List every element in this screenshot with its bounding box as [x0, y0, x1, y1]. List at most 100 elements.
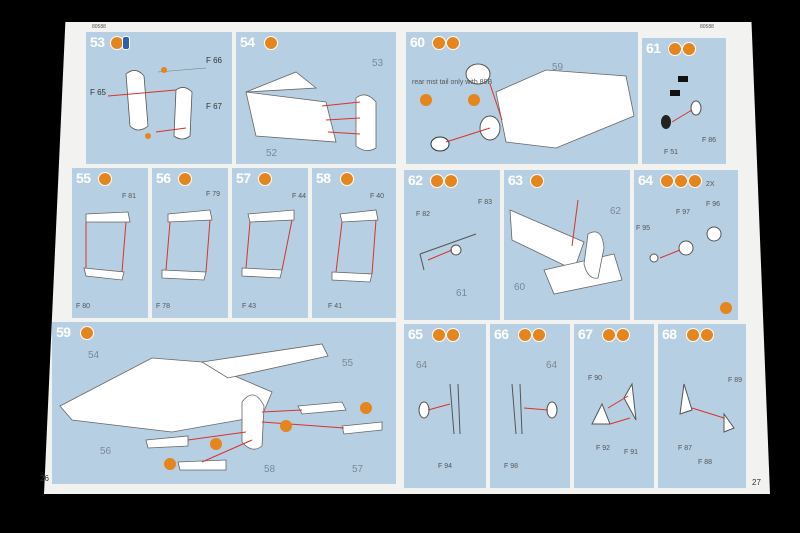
- step-number: 62: [408, 172, 423, 188]
- step-65-panel: 65 64 F 94: [404, 324, 486, 488]
- paint-icon: [80, 326, 94, 340]
- callout: F 96: [706, 201, 720, 208]
- paint-icon: [532, 328, 546, 342]
- step-64-panel: 64 2X F 95 F 97 F 96: [634, 170, 738, 320]
- callout: F 65: [90, 88, 107, 97]
- step-66-diagram: 64 F 98: [504, 360, 558, 470]
- step-number: 59: [56, 324, 71, 340]
- paint-icon: [432, 36, 446, 50]
- glue-icon: [122, 36, 130, 50]
- part-label-52: 52: [266, 148, 278, 159]
- part-label-58: 58: [264, 464, 276, 475]
- callout: F 92: [596, 445, 610, 452]
- step-67-panel: 67 F 90 F 91 F 92: [574, 324, 654, 488]
- paint-icon: [178, 172, 192, 186]
- step-number: 66: [494, 326, 509, 342]
- callout: F 80: [76, 303, 90, 310]
- paint-icon: [700, 328, 714, 342]
- callout: F 97: [676, 209, 690, 216]
- step-57-diagram: F 44 F 43: [241, 193, 306, 310]
- part-label-64: 64: [416, 360, 428, 371]
- paint-icon: [446, 328, 460, 342]
- callout: F 87: [678, 445, 692, 452]
- step-62-panel: 62 F 82 F 83 61: [404, 170, 500, 320]
- step-55-diagram: F 81 F 80: [76, 193, 136, 310]
- step-58-panel: 58 F 40 F 41: [312, 168, 396, 318]
- paint-icon: [682, 42, 696, 56]
- step-68-panel: 68 F 89 F 87 F 88: [658, 324, 746, 488]
- paint-icon: [340, 172, 354, 186]
- step-66-panel: 66 64 F 98: [490, 324, 570, 488]
- part-label-53: 53: [372, 58, 384, 69]
- callout: F 40: [370, 193, 384, 200]
- part-label-62: 62: [610, 206, 622, 217]
- step-number: 58: [316, 170, 331, 186]
- paint-icon: [432, 328, 446, 342]
- fitting-note: rear mst tail only with 89B: [412, 79, 492, 86]
- step-number: 61: [646, 40, 661, 56]
- step-59-panel: 59 54 55 56 57 58: [52, 322, 396, 484]
- part-label-57: 57: [352, 464, 364, 475]
- step-number: 65: [408, 326, 423, 342]
- left-header-code: 80588: [92, 24, 106, 30]
- step-number: 56: [156, 170, 171, 186]
- callout: F 94: [438, 463, 452, 470]
- step-64-diagram: 2X F 95 F 97 F 96: [636, 181, 732, 314]
- paint-icon: [616, 328, 630, 342]
- part-label-59: 59: [552, 62, 564, 73]
- step-number: 55: [76, 170, 91, 186]
- paint-icon: [530, 174, 544, 188]
- step-56-diagram: F 79 F 78: [156, 191, 220, 310]
- step-54-diagram: 52 53: [245, 58, 384, 159]
- callout: F 82: [416, 211, 430, 218]
- part-label-55: 55: [342, 358, 354, 369]
- step-55-panel: 55 F 81 F 80: [72, 168, 148, 318]
- callout: F 89: [728, 377, 742, 384]
- paint-icon: [430, 174, 444, 188]
- step-53-diagram: [107, 67, 207, 140]
- step-61-panel: 61 F 51 F 86: [642, 38, 726, 164]
- part-label-64: 64: [546, 360, 558, 371]
- callout: F 41: [328, 303, 342, 310]
- callout: F 83: [478, 199, 492, 206]
- part-label-56: 56: [100, 446, 112, 457]
- step-number: 53: [90, 34, 105, 50]
- part-label-61: 61: [456, 288, 468, 299]
- left-page-number: 26: [40, 474, 49, 483]
- step-number: 60: [410, 34, 425, 50]
- callout: F 98: [504, 463, 518, 470]
- paint-icon: [602, 328, 616, 342]
- step-63-diagram: 62 60: [509, 199, 623, 295]
- paint-icon: [258, 172, 272, 186]
- step-65-diagram: 64 F 94: [416, 360, 461, 470]
- paint-icon: [264, 36, 278, 50]
- step-62-diagram: F 82 F 83 61: [416, 199, 492, 299]
- step-number: 67: [578, 326, 593, 342]
- paint-icon: [668, 42, 682, 56]
- callout: F 88: [698, 459, 712, 466]
- part-label-60: 60: [514, 282, 526, 293]
- right-page-number: 27: [752, 478, 761, 487]
- step-68-diagram: F 89 F 87 F 88: [678, 377, 742, 466]
- callout: F 51: [664, 149, 678, 156]
- callout: F 95: [636, 225, 650, 232]
- multiplier: 2X: [706, 181, 715, 188]
- paint-icon: [518, 328, 532, 342]
- callout: F 81: [122, 193, 136, 200]
- callout: F 86: [702, 137, 716, 144]
- step-67-diagram: F 90 F 91 F 92: [588, 375, 638, 456]
- callout: F 79: [206, 191, 220, 198]
- paint-icon: [688, 174, 702, 188]
- step-53-panel: 53 F 65 F 66 F 67: [86, 32, 232, 164]
- callout: F 91: [624, 449, 638, 456]
- step-60-diagram: 59 rear mst tail only with 89B: [412, 62, 635, 152]
- callout: F 66: [206, 56, 223, 65]
- step-61-diagram: F 51 F 86: [661, 76, 716, 156]
- step-60-panel: 60 59 rear mst tail only with 89B: [406, 32, 638, 164]
- callout: F 43: [242, 303, 256, 310]
- step-56-panel: 56 F 79 F 78: [152, 168, 228, 318]
- step-number: 63: [508, 172, 523, 188]
- part-label-54: 54: [88, 350, 100, 361]
- paint-icon: [660, 174, 674, 188]
